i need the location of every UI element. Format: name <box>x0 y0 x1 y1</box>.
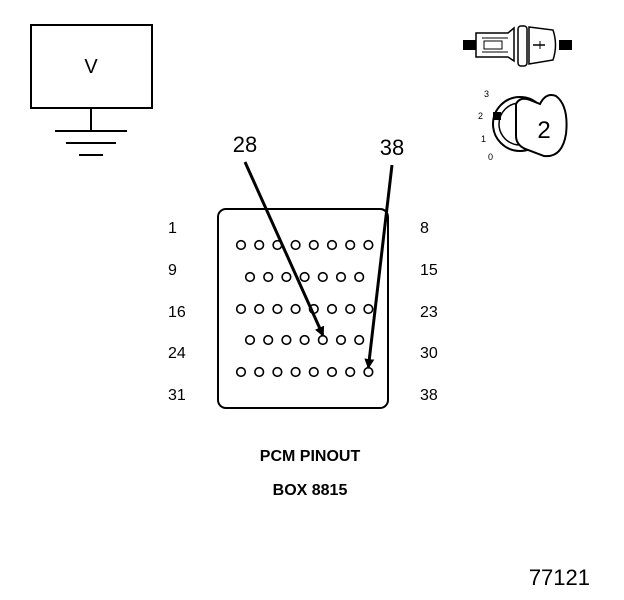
row-start-pin-label: 24 <box>168 345 186 362</box>
pcm-connector: 1 8 9 15 16 23 24 30 31 38 <box>168 208 438 409</box>
connector-pin <box>290 239 301 251</box>
connector-pin <box>345 366 356 378</box>
connector-pins <box>235 239 374 378</box>
callout-arrow <box>364 164 394 369</box>
row-start-pin-label: 9 <box>168 262 177 279</box>
pin-callouts: 28 38 <box>233 132 404 369</box>
connector-pin <box>263 334 274 346</box>
connector-pin <box>335 334 347 346</box>
callout-label: 38 <box>380 135 404 160</box>
connector-pin <box>317 334 328 346</box>
connector-pin <box>290 366 301 378</box>
connector-pin <box>326 239 338 251</box>
connector-pin <box>308 366 319 378</box>
connector-pin <box>290 303 301 315</box>
callout-label: 28 <box>233 132 257 157</box>
connector-pin <box>363 366 374 378</box>
row-end-pin-label: 30 <box>420 345 438 362</box>
connector-pin <box>326 366 338 378</box>
connector-pin <box>254 239 265 251</box>
ignition-switch-icon: 3 2 1 0 2 <box>478 89 568 162</box>
connector-pin <box>281 334 292 346</box>
connector-pin <box>317 271 328 283</box>
row-end-pin-label: 38 <box>420 387 438 404</box>
row-end-pin-label: 8 <box>420 220 429 237</box>
row-start-pin-label: 1 <box>168 220 177 237</box>
connector-pin <box>272 303 283 315</box>
connector-pin <box>235 239 247 251</box>
connector-pin <box>326 303 338 315</box>
caption-subtitle: BOX 8815 <box>273 482 348 499</box>
row-start-pin-label: 16 <box>168 304 186 321</box>
voltmeter-box <box>30 24 153 109</box>
figure-number: 77121 <box>529 565 590 590</box>
voltmeter: V <box>30 24 153 156</box>
connector-pin <box>235 303 247 315</box>
switch-selected-position: 2 <box>537 117 550 144</box>
connector-pin <box>281 271 292 283</box>
connector-pin <box>254 366 265 378</box>
connector-body <box>217 208 389 409</box>
connector-pin <box>235 366 247 378</box>
voltmeter-label: V <box>84 56 98 78</box>
callout-arrow <box>243 161 325 337</box>
connector-pin <box>244 271 256 283</box>
switch-position-0: 0 <box>488 152 493 162</box>
connector-pin <box>244 334 256 346</box>
connector-pin <box>345 239 356 251</box>
row-end-pin-label: 15 <box>420 262 438 279</box>
connector-pin <box>363 239 374 251</box>
connector-pin <box>263 271 274 283</box>
connector-pin <box>272 366 283 378</box>
connector-pin <box>354 334 365 346</box>
ground-icon <box>55 130 127 156</box>
connector-pin <box>335 271 347 283</box>
connector-pin <box>345 303 356 315</box>
connector-row-labels: 1 8 9 15 16 23 24 30 31 38 <box>168 220 438 404</box>
switch-position-2: 2 <box>478 111 483 121</box>
test-lead-connector-icon <box>463 25 572 67</box>
connector-pin <box>299 334 310 346</box>
row-start-pin-label: 31 <box>168 387 186 404</box>
connector-pin <box>254 303 265 315</box>
caption-title: PCM PINOUT <box>260 448 361 465</box>
connector-pin <box>308 239 319 251</box>
switch-position-3: 3 <box>484 89 489 99</box>
switch-position-1: 1 <box>481 134 486 144</box>
row-end-pin-label: 23 <box>420 304 438 321</box>
connector-pin <box>299 271 310 283</box>
connector-pin <box>363 303 374 315</box>
connector-pin <box>354 271 365 283</box>
